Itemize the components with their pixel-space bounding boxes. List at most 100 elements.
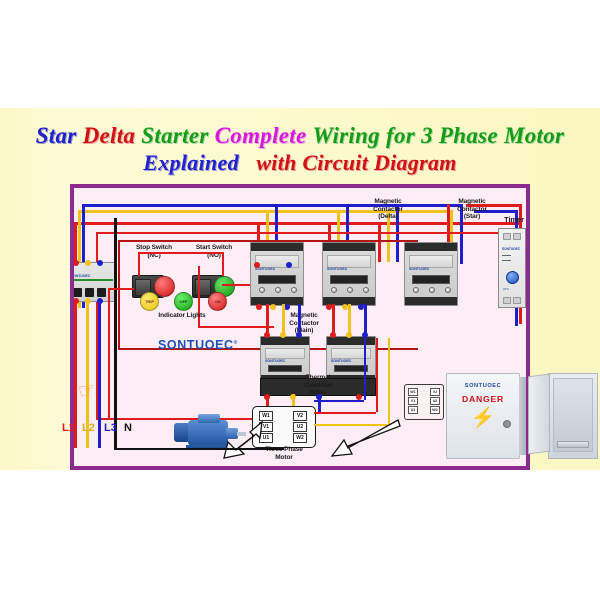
overload-aux-dot-red: [356, 394, 362, 400]
thermal-label-l3: Relay: [309, 389, 327, 397]
mcb-switch-3[interactable]: [97, 288, 106, 297]
motor-terminal-label: Three Phase Motor: [256, 446, 312, 461]
alt-terminal-u2: U2: [430, 397, 440, 405]
timer-terminal-3: [503, 297, 511, 304]
feed-neutral-down: [114, 218, 117, 448]
lower-right-in-dot-yellow: [346, 332, 352, 338]
motor-lead-red: [266, 394, 269, 412]
timer-brand: SONTUOEC: [502, 247, 521, 251]
stop-switch-type-text: (NC): [147, 251, 161, 259]
lower-feed-red-2: [332, 304, 335, 334]
phase-label-l3: L3: [104, 422, 117, 434]
drop-blue-star: [460, 204, 463, 264]
open-enclosure-box: [528, 373, 598, 459]
switch-area-left: [118, 240, 120, 348]
contactor-lower-right-brand: SONTUOEC: [331, 359, 352, 363]
indicator-lamp-trip[interactable]: TRIP: [140, 292, 159, 311]
danger-box-side-panel: [519, 377, 526, 455]
indicator-lamp-trip-label: TRIP: [144, 299, 155, 304]
indicator-lamp-on[interactable]: ON: [208, 292, 227, 311]
alt-terminal-v1: V1: [408, 397, 418, 405]
control-loop-left: [96, 232, 98, 418]
title-word-complete: Complete: [214, 123, 307, 148]
title-word-explained: Explained: [143, 150, 239, 175]
lightning-bolt-icon: ⚡: [470, 407, 496, 429]
timer-adjust-knob[interactable]: [506, 271, 519, 284]
motor-terminal-box-alt: W1 V1 U1 V2 U2 W2: [404, 384, 444, 420]
start-switch-out-wire: [222, 284, 274, 286]
delta-link-red-vert: [376, 338, 378, 412]
enclosure-door[interactable]: [528, 373, 550, 455]
title-word-starter: Starter: [141, 123, 209, 148]
contactor-lower-left-brand: SONTUOEC: [265, 359, 286, 363]
mcb-in-dot-blue: [97, 260, 103, 266]
start-switch-label-text: Start Switch: [195, 244, 233, 251]
contactor-lower-right-top: [327, 337, 375, 345]
contactor-delta-device[interactable]: SONTUOEC: [322, 242, 376, 306]
title-line-2: Explained with Circuit Diagram: [0, 150, 600, 175]
contactor-main-bottom-terminals: [251, 297, 303, 305]
stop-switch-red-cap[interactable]: [154, 276, 175, 297]
start-switch-wire-right: [198, 326, 274, 328]
phase-label-l2: L2: [82, 422, 95, 434]
drop-yellow-mid2: [337, 210, 340, 262]
enclosure-din-rail: [557, 441, 589, 448]
contactor-lower-left-face: [265, 348, 305, 359]
drop-yellow-mid1: [266, 210, 269, 262]
drop-red-star: [447, 204, 450, 264]
phase-label-n: N: [124, 422, 132, 434]
contactor-star-device[interactable]: SONTUOEC: [404, 242, 458, 306]
lower-left-in-dot-blue: [296, 332, 302, 338]
motor-lead-yellow: [292, 394, 295, 416]
lower-feed-blue-1: [298, 304, 301, 334]
indicator-lamp-off[interactable]: OFF: [174, 292, 193, 311]
indicator-lamp-off-label: OFF: [179, 299, 188, 304]
danger-box-brand: SONTUOEC: [464, 383, 502, 389]
timer-device[interactable]: SONTUOEC ATS: [498, 228, 526, 308]
title-word-star: Star: [35, 123, 77, 148]
delta-link-blue: [314, 400, 364, 402]
contactor-star-bottom-terminals: [405, 297, 457, 305]
mcb-in-dot-red: [74, 260, 79, 266]
contactor-delta-out-dot-blue: [358, 304, 364, 310]
title-word-wiring: Wiring for 3 Phase Motor: [312, 123, 565, 148]
lower-left-in-dot-red: [264, 332, 270, 338]
contactor-delta-window: [330, 275, 368, 284]
enclosure-cavity: [553, 378, 593, 452]
contactor-delta-screw-2: [347, 287, 353, 293]
phase-label-l1: L1: [62, 422, 75, 434]
drop-blue-left: [82, 204, 85, 308]
motor-end-bell: [226, 428, 238, 439]
contactor-main-out-dot-blue: [284, 304, 290, 310]
motor-terminal-box: W1 V1 U1 V2 U2 W2: [252, 406, 316, 448]
neutral-return-wire: [114, 448, 284, 450]
timer-terminal-1: [503, 233, 511, 240]
delta-link-yellow: [314, 424, 388, 426]
timer-terminal-2: [513, 233, 521, 240]
motor-shaft: [237, 432, 246, 436]
motor-pointer-arrow-right: [330, 419, 401, 457]
switch-link-top: [138, 252, 222, 254]
delta-link-yellow-vert: [388, 338, 390, 424]
alt-terminal-w1: W1: [408, 388, 418, 396]
thermal-overload-label: Thermal Overload Relay: [292, 374, 344, 397]
lower-left-in-dot-yellow: [280, 332, 286, 338]
contactor-main-screw-1: [259, 287, 265, 293]
stop-switch-label: Stop Switch (NC): [126, 244, 182, 259]
control-loop-top: [96, 232, 500, 234]
contactor-delta-brand: SONTUOEC: [327, 267, 348, 271]
contactor-star-top-terminals: [405, 243, 457, 251]
feed-yellow-down: [86, 300, 89, 448]
contactor-star-screw-2: [429, 287, 435, 293]
mcb-switch-1[interactable]: [74, 288, 82, 297]
contactor-main-device[interactable]: SONTUOEC: [250, 242, 304, 306]
contactor-main-top-terminals: [251, 243, 303, 251]
mcb-switch-2[interactable]: [85, 288, 94, 297]
delta-link-blue-vert: [364, 338, 366, 400]
contactor-main-screw-3: [291, 287, 297, 293]
title-word-delta: Delta: [82, 123, 136, 148]
title-word-circuit-diagram: with Circuit Diagram: [256, 150, 457, 175]
timer-terminal-4: [513, 297, 521, 304]
contactor-lower-left-top: [261, 337, 309, 345]
bus-wire-blue-top: [82, 204, 462, 207]
